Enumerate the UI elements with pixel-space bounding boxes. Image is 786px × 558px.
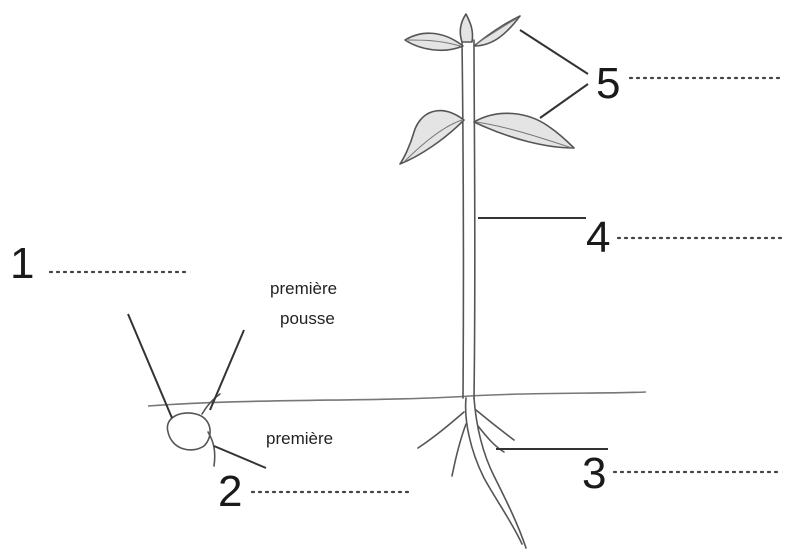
seed xyxy=(167,413,210,450)
leader-seed xyxy=(128,314,172,418)
lateral-root-left-2 xyxy=(452,424,466,476)
label-number-3: 3 xyxy=(582,449,606,498)
label-number-4: 4 xyxy=(586,213,610,262)
main-root xyxy=(466,398,526,548)
lateral-root-left xyxy=(418,412,464,448)
lower-right-leaf xyxy=(474,113,574,148)
upper-left-leaf xyxy=(405,33,463,50)
lateral-root-right xyxy=(476,410,514,440)
label-first-root: première xyxy=(266,429,333,448)
stem xyxy=(462,40,475,398)
apical-bud xyxy=(460,14,472,42)
label-number-1: 1 xyxy=(10,239,34,288)
soil-line xyxy=(148,392,646,406)
label-first-shoot-line1: première xyxy=(270,279,337,298)
label-first-shoot-line2: pousse xyxy=(280,309,335,328)
upper-right-leaf-vein xyxy=(476,18,518,44)
label-number-5: 5 xyxy=(596,59,620,108)
leader-first-root xyxy=(214,446,266,468)
first-shoot xyxy=(202,394,220,414)
label-number-2: 2 xyxy=(218,467,242,516)
leader-leaf-lower xyxy=(540,84,588,118)
leader-leaf-upper xyxy=(520,30,588,74)
leader-first-shoot xyxy=(210,330,244,410)
young-plant xyxy=(400,14,574,548)
